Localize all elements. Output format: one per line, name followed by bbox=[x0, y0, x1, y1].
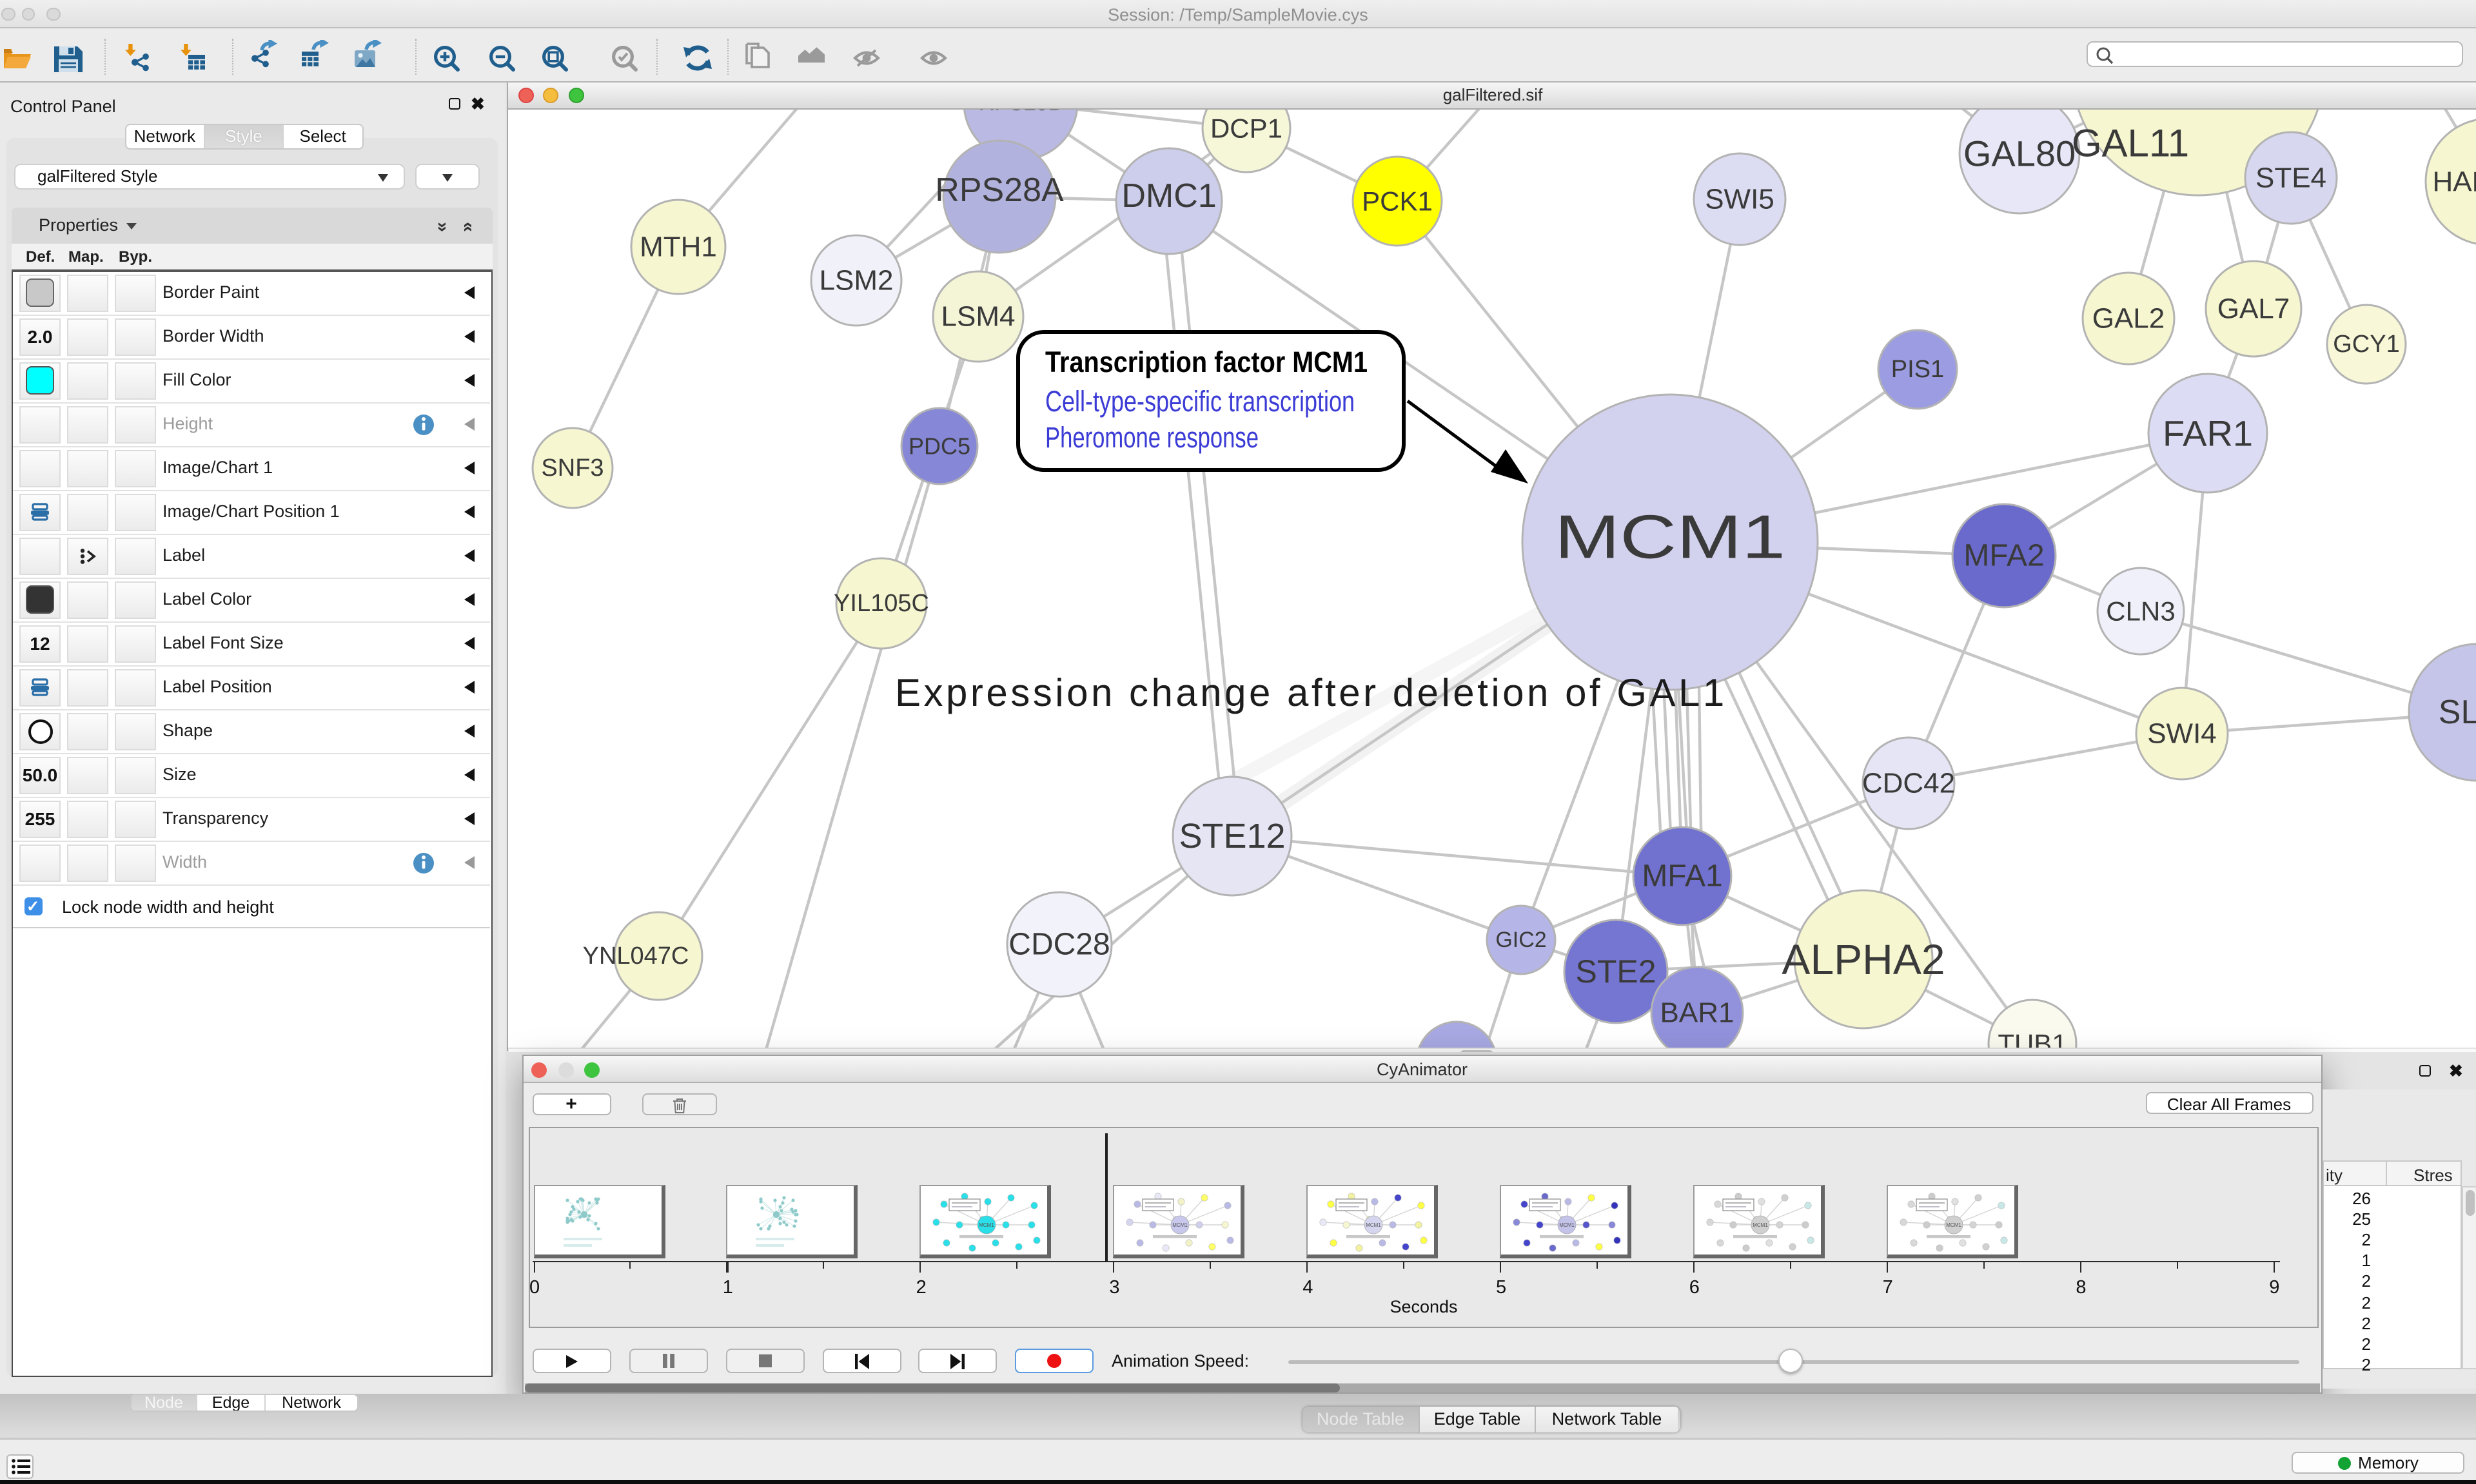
svg-text:MTH1: MTH1 bbox=[640, 231, 717, 262]
svg-text:STE2: STE2 bbox=[1575, 953, 1656, 989]
svg-text:MCM1: MCM1 bbox=[1366, 1222, 1381, 1228]
svg-text:RPS28B: RPS28B bbox=[979, 109, 1063, 115]
svg-text:Expression change after deleti: Expression change after deletion of GAL1 bbox=[895, 670, 1727, 714]
svg-text:STE12: STE12 bbox=[1179, 816, 1285, 855]
svg-text:GAL11: GAL11 bbox=[2072, 121, 2189, 164]
svg-text:LSM2: LSM2 bbox=[820, 264, 894, 296]
svg-text:ALPHA2: ALPHA2 bbox=[1782, 935, 1945, 982]
svg-text:CDC28: CDC28 bbox=[1008, 927, 1110, 961]
svg-text:MCM1: MCM1 bbox=[1946, 1222, 1961, 1228]
svg-text:MFA2: MFA2 bbox=[1963, 538, 2044, 572]
svg-text:GAL7: GAL7 bbox=[2217, 293, 2290, 324]
svg-text:RPS28A: RPS28A bbox=[935, 171, 1064, 208]
svg-text:MCM1: MCM1 bbox=[1173, 1222, 1188, 1228]
svg-text:YNL047C: YNL047C bbox=[583, 942, 689, 969]
svg-text:CLN3: CLN3 bbox=[2106, 596, 2175, 626]
svg-text:GAL2: GAL2 bbox=[2092, 302, 2165, 334]
svg-text:Cell-type-specific transcripti: Cell-type-specific transcription bbox=[1045, 384, 1355, 417]
svg-text:STE4: STE4 bbox=[2255, 162, 2326, 193]
svg-text:SWI4: SWI4 bbox=[2147, 718, 2217, 749]
svg-text:Pheromone response: Pheromone response bbox=[1045, 420, 1259, 453]
svg-text:HAP2: HAP2 bbox=[2433, 166, 2476, 197]
svg-text:MCM1: MCM1 bbox=[1559, 1222, 1575, 1228]
svg-text:GAL80: GAL80 bbox=[1963, 133, 2076, 173]
svg-text:MCM1: MCM1 bbox=[979, 1222, 995, 1228]
svg-text:FAR1: FAR1 bbox=[2163, 413, 2253, 453]
svg-text:PIS1: PIS1 bbox=[1891, 355, 1944, 382]
svg-text:PCK1: PCK1 bbox=[1362, 186, 1433, 216]
svg-text:YIL105C: YIL105C bbox=[834, 589, 929, 616]
svg-text:SNF3: SNF3 bbox=[541, 454, 604, 481]
svg-text:GIC2: GIC2 bbox=[1495, 927, 1546, 952]
svg-text:LSM4: LSM4 bbox=[941, 300, 1016, 332]
svg-text:MCM1: MCM1 bbox=[1753, 1222, 1768, 1228]
svg-text:Transcription factor MCM1: Transcription factor MCM1 bbox=[1045, 345, 1368, 378]
svg-text:MCM1: MCM1 bbox=[1555, 502, 1785, 571]
svg-text:MFA1: MFA1 bbox=[1642, 859, 1722, 893]
svg-text:CDC42: CDC42 bbox=[1862, 767, 1955, 799]
svg-text:SWI5: SWI5 bbox=[1705, 183, 1774, 215]
svg-text:PDC5: PDC5 bbox=[909, 433, 970, 459]
svg-text:GCY1: GCY1 bbox=[2333, 330, 2399, 357]
svg-text:DCP1: DCP1 bbox=[1210, 113, 1282, 143]
svg-text:BAR1: BAR1 bbox=[1660, 997, 1734, 1028]
svg-text:DMC1: DMC1 bbox=[1121, 177, 1216, 214]
svg-text:SLT2: SLT2 bbox=[2439, 693, 2476, 730]
